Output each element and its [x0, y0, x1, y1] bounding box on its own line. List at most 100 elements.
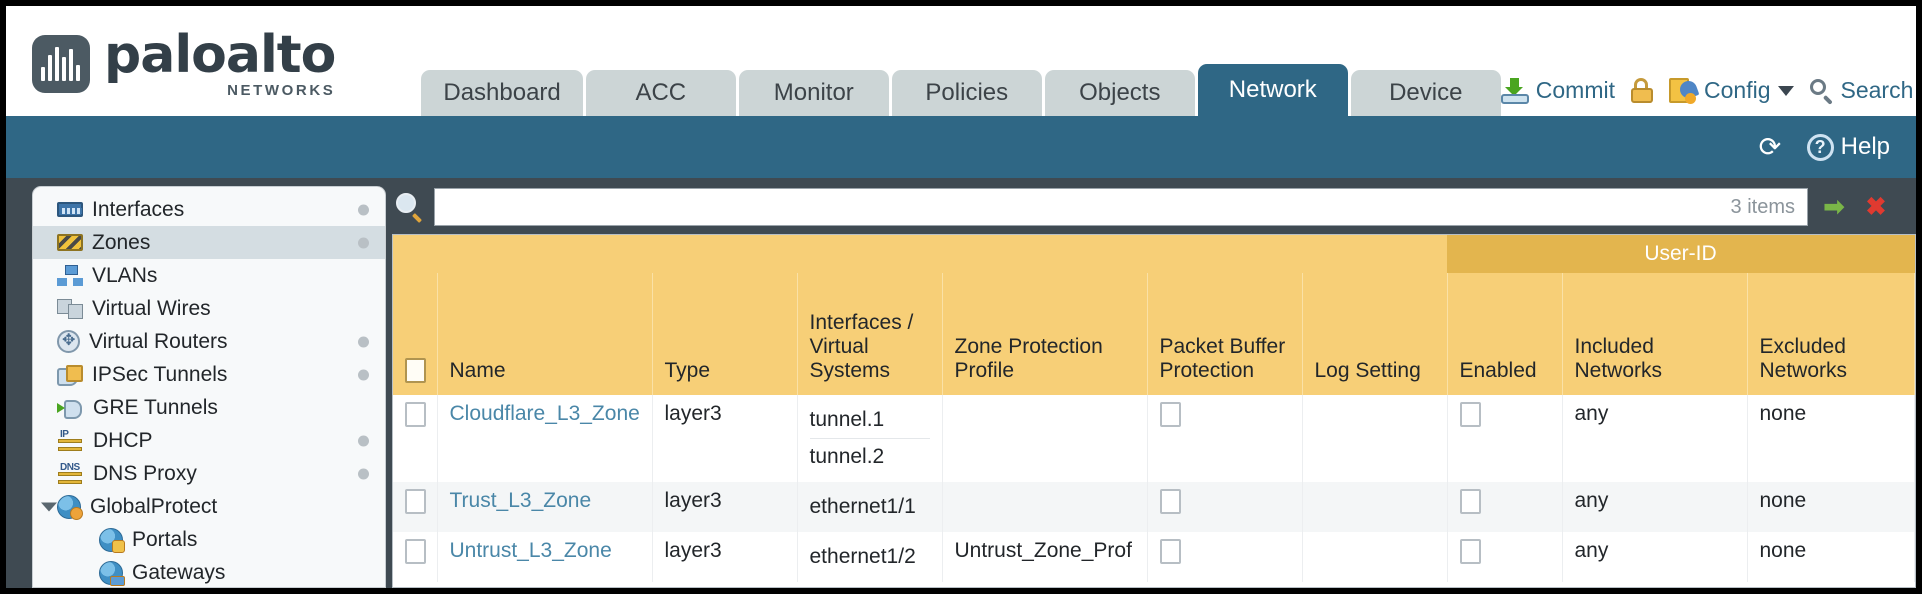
gre-tunnels-icon	[57, 399, 84, 419]
zones-content-panel: 3 items ➡ ✖	[392, 186, 1916, 588]
cell-name: Cloudflare_L3_Zone	[437, 395, 653, 482]
sidebar-item-virtual-routers[interactable]: Virtual Routers	[33, 325, 385, 358]
tab-acc[interactable]: ACC	[585, 70, 736, 116]
main-tab-bar: Dashboard ACC Monitor Policies Objects N…	[421, 64, 1501, 116]
tab-dashboard[interactable]: Dashboard	[421, 70, 583, 116]
packet-buffer-protection-checkbox[interactable]	[1159, 402, 1181, 427]
sidebar-item-gre-tunnels[interactable]: GRE Tunnels	[33, 391, 385, 424]
status-dot	[358, 237, 369, 248]
sidebar-item-interfaces[interactable]: Interfaces	[33, 193, 385, 226]
cell-name: Untrust_L3_Zone	[437, 532, 653, 582]
status-dot	[358, 204, 369, 215]
userid-enabled-checkbox[interactable]	[1459, 539, 1481, 564]
interface-item: tunnel.1	[809, 402, 930, 439]
search-button[interactable]: Search	[1809, 77, 1913, 105]
tab-policies[interactable]: Policies	[891, 70, 1042, 116]
packet-buffer-protection-checkbox[interactable]	[1159, 489, 1181, 514]
cell-interfaces: ethernet1/2	[797, 532, 943, 582]
table-row[interactable]: Untrust_L3_Zone layer3 ethernet1/2 Untru…	[393, 532, 1915, 582]
filter-bar: 3 items ➡ ✖	[392, 186, 1916, 234]
zone-name-link[interactable]: Untrust_L3_Zone	[449, 539, 612, 562]
select-all-checkbox[interactable]	[405, 358, 426, 383]
sidebar-label: Virtual Wires	[92, 296, 211, 320]
cell-zone-protection-profile	[942, 395, 1148, 482]
zone-name-link[interactable]: Cloudflare_L3_Zone	[449, 402, 640, 425]
sidebar-item-zones[interactable]: Zones	[33, 226, 385, 259]
cell-log-setting	[1302, 395, 1448, 482]
status-dot	[358, 369, 369, 380]
row-checkbox[interactable]	[405, 489, 426, 514]
userid-enabled-checkbox[interactable]	[1459, 402, 1481, 427]
cell-zone-protection-profile: Untrust_Zone_Prof	[942, 532, 1148, 582]
sidebar-item-gateways[interactable]: Gateways	[33, 556, 385, 587]
column-header-userid-enabled[interactable]: Enabled	[1447, 273, 1563, 395]
row-checkbox[interactable]	[405, 402, 426, 427]
table-row[interactable]: Trust_L3_Zone layer3 ethernet1/1	[393, 482, 1915, 532]
search-input-wrapper[interactable]: 3 items	[434, 188, 1808, 226]
sidebar-label: VLANs	[92, 263, 158, 287]
zone-name-link[interactable]: Trust_L3_Zone	[449, 489, 592, 512]
cell-excluded-networks: none	[1747, 482, 1915, 532]
items-count-label: 3 items	[1730, 195, 1795, 218]
sidebar-label: Interfaces	[92, 197, 185, 221]
column-header-type[interactable]: Type	[652, 273, 798, 395]
chevron-down-icon[interactable]	[1777, 85, 1794, 96]
tab-network[interactable]: Network	[1197, 64, 1348, 116]
top-header: paloalto NETWORKS Dashboard ACC Monitor …	[6, 6, 1916, 116]
sidebar-item-dhcp[interactable]: IP DHCP	[33, 424, 385, 457]
virtual-wires-icon	[57, 298, 83, 319]
sidebar-item-portals[interactable]: Portals	[33, 523, 385, 556]
sidebar-label: Zones	[92, 230, 151, 254]
sidebar-label: Portals	[132, 527, 198, 551]
column-header-name[interactable]: Name	[437, 273, 653, 395]
cell-log-setting	[1302, 532, 1448, 582]
portals-icon	[99, 527, 125, 553]
sidebar-item-ipsec-tunnels[interactable]: IPSec Tunnels	[33, 358, 385, 391]
expand-triangle-icon[interactable]	[41, 502, 57, 511]
sidebar-item-globalprotect[interactable]: GlobalProtect	[33, 490, 385, 523]
row-checkbox[interactable]	[405, 539, 426, 564]
main-area: Interfaces Zones VLANs Virtual Wires Vir…	[6, 178, 1916, 588]
group-header-spacer	[393, 235, 1447, 273]
tab-objects[interactable]: Objects	[1044, 70, 1195, 116]
refresh-icon[interactable]: ⟳	[1758, 132, 1782, 162]
sidebar-item-dns-proxy[interactable]: DNS DNS Proxy	[33, 457, 385, 490]
packet-buffer-protection-checkbox[interactable]	[1159, 539, 1181, 564]
column-header-packet-buffer-protection[interactable]: Packet Buffer Protection	[1147, 273, 1303, 395]
userid-enabled-checkbox[interactable]	[1459, 489, 1481, 514]
cell-packet-buffer-protection	[1147, 482, 1303, 532]
config-menu[interactable]: Config	[1669, 77, 1794, 104]
vlans-icon	[57, 265, 83, 286]
help-button[interactable]: ? Help	[1806, 133, 1890, 161]
sidebar-label: GRE Tunnels	[93, 395, 218, 419]
sidebar-label: DNS Proxy	[93, 461, 197, 485]
sidebar-item-vlans[interactable]: VLANs	[33, 259, 385, 292]
column-header-included-networks[interactable]: Included Networks	[1562, 273, 1748, 395]
tab-device[interactable]: Device	[1350, 70, 1501, 116]
cell-excluded-networks: none	[1747, 395, 1915, 482]
sidebar-item-virtual-wires[interactable]: Virtual Wires	[33, 292, 385, 325]
column-header-zone-protection-profile[interactable]: Zone Protection Profile	[942, 273, 1148, 395]
commit-label: Commit	[1535, 77, 1616, 103]
sidebar-label: Gateways	[132, 560, 226, 584]
apply-filter-button[interactable]: ➡	[1823, 193, 1845, 221]
tab-monitor[interactable]: Monitor	[738, 70, 889, 116]
column-header-interfaces-virtual-systems[interactable]: Interfaces / Virtual Systems	[797, 273, 943, 395]
status-dot	[358, 435, 369, 446]
cell-interfaces: tunnel.1 tunnel.2	[797, 395, 943, 482]
brand-tagline: NETWORKS	[227, 82, 336, 99]
column-header-log-setting[interactable]: Log Setting	[1302, 273, 1448, 395]
unlock-button[interactable]	[1631, 78, 1654, 103]
zones-table-wrapper: User-ID Name Type Interfaces / Virtual S…	[392, 234, 1916, 588]
sidebar-label: IPSec Tunnels	[92, 362, 228, 386]
commit-button[interactable]: Commit	[1500, 77, 1616, 104]
row-select-cell	[393, 395, 438, 482]
cell-type: layer3	[652, 482, 798, 532]
clear-filter-button[interactable]: ✖	[1865, 193, 1887, 221]
column-header-excluded-networks[interactable]: Excluded Networks	[1747, 273, 1915, 395]
interfaces-icon	[57, 202, 83, 217]
cell-type: layer3	[652, 532, 798, 582]
cell-packet-buffer-protection	[1147, 395, 1303, 482]
table-row[interactable]: Cloudflare_L3_Zone layer3 tunnel.1 tunne…	[393, 395, 1915, 482]
